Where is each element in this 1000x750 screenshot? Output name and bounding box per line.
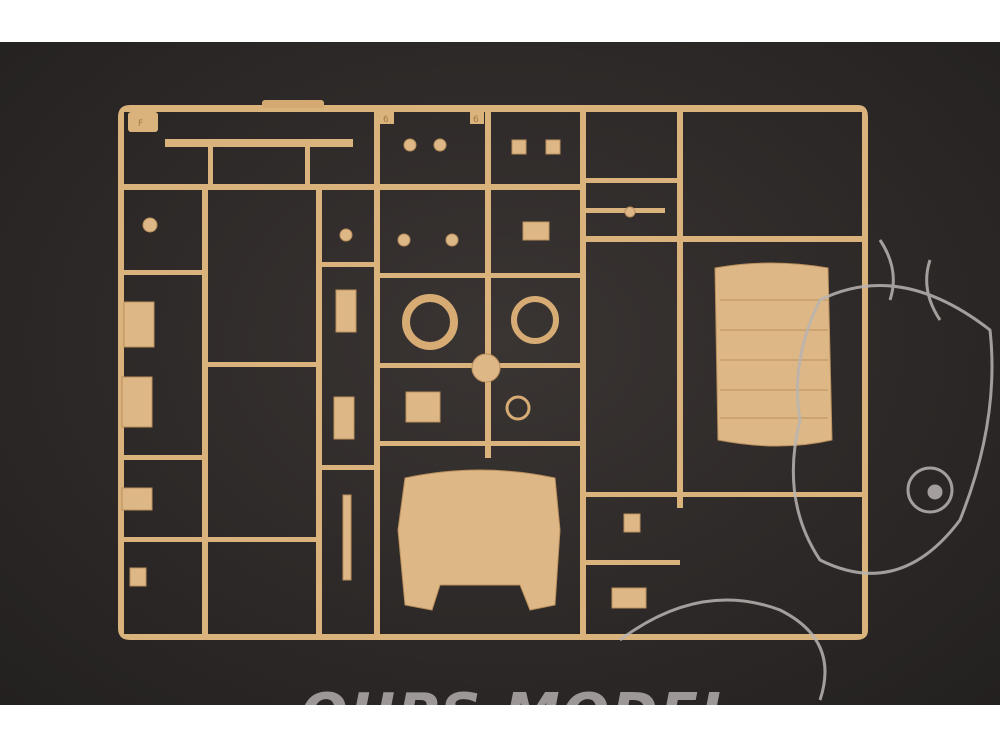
tab-number: 6 [383,115,389,125]
photo: F 6 6 OUPS MODEL [0,42,1000,705]
runners [120,108,866,638]
sprue-tabs: F 6 6 [128,100,484,132]
watermark-mascot [619,239,994,701]
sprue: F 6 6 [118,100,994,701]
tab-number: 6 [473,115,479,125]
parts [121,138,833,611]
watermark-text: OUPS MODEL [300,682,738,705]
sprue-letter: F [138,119,143,129]
